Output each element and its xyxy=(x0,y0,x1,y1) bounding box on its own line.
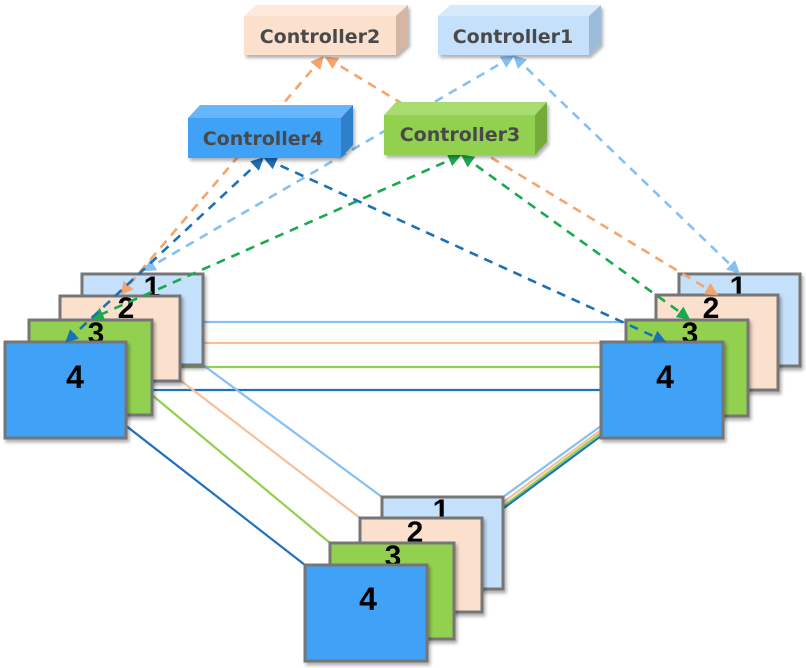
controller3-box[interactable]: Controller3 xyxy=(384,102,547,155)
link-layer2-left-bottom xyxy=(179,379,361,519)
node-bottom[interactable]: 1 2 3 4 xyxy=(303,494,505,663)
controller1-front-face xyxy=(438,16,589,55)
controller2-box[interactable]: Controller2 xyxy=(244,5,408,55)
ctrl2-link-left xyxy=(120,56,324,295)
link-layer1-left-bottom xyxy=(202,364,383,498)
controller3-side-face xyxy=(535,102,547,155)
control-links xyxy=(65,55,740,343)
ctrl3-link-left xyxy=(90,154,462,320)
node-left-layer4-label: 4 xyxy=(66,359,84,395)
controller4-front-face xyxy=(188,118,341,158)
node-right-layer4[interactable] xyxy=(599,340,725,440)
controller2-side-face xyxy=(396,5,408,55)
controller2-label: Controller2 xyxy=(260,26,381,48)
controller1-box[interactable]: Controller1 xyxy=(438,5,601,55)
controller1-side-face xyxy=(589,5,601,55)
controller4-label: Controller4 xyxy=(203,128,324,150)
ctrl3-link-right xyxy=(460,154,691,320)
link-layer3-left-bottom xyxy=(151,394,331,544)
node-bottom-layer4-label: 4 xyxy=(359,581,377,617)
controller3-top-face xyxy=(384,102,547,115)
controller3-front-face xyxy=(384,115,535,155)
controller2-top-face xyxy=(244,5,408,16)
node-right-layer4-label: 4 xyxy=(656,359,674,395)
controller4-side-face xyxy=(341,105,353,158)
controller1-top-face xyxy=(438,5,601,16)
node-right[interactable]: 1 2 3 4 xyxy=(599,271,802,440)
controller1-label: Controller1 xyxy=(453,26,574,48)
ctrl4-link-left xyxy=(65,157,264,343)
controller2-front-face xyxy=(244,16,396,55)
link-layer4-left-bottom xyxy=(124,424,306,566)
node-right-layer2-label: 2 xyxy=(703,292,720,325)
controller4-top-face xyxy=(188,105,353,118)
ctrl1-link-right xyxy=(513,55,740,274)
link-layer1-right-bottom xyxy=(502,425,602,498)
node-bottom-layer2-label: 2 xyxy=(407,516,424,549)
node-left-layer4[interactable] xyxy=(3,340,128,440)
node-bottom-layer4[interactable] xyxy=(303,563,429,663)
ctrl4-link-right xyxy=(263,157,667,343)
ctrl1-link-left xyxy=(142,55,515,272)
layer-links xyxy=(124,320,626,566)
controller4-box[interactable]: Controller4 xyxy=(188,105,353,158)
controller3-label: Controller3 xyxy=(400,124,521,146)
ctrl2-link-right xyxy=(324,56,719,296)
